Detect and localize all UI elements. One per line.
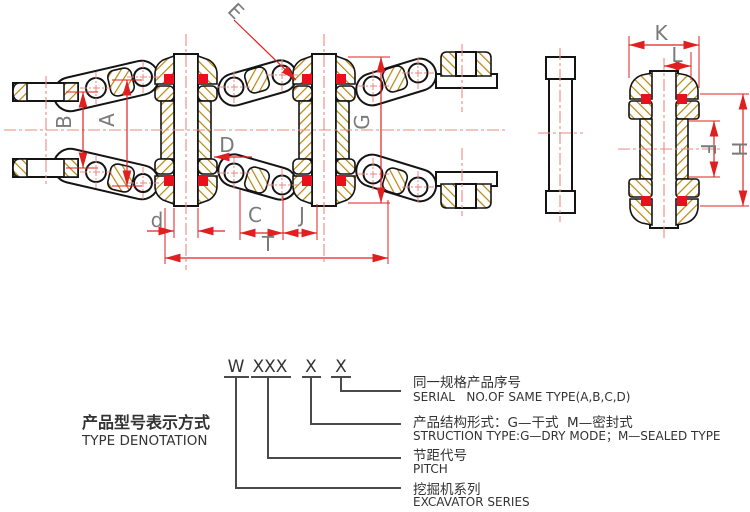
row-structure-zh: 产品结构形式：G—干式 M—密封式 <box>413 414 633 431</box>
dim-label-d-upper: D <box>219 133 234 157</box>
formula-serial-code: X <box>335 357 347 377</box>
fork-boss-top <box>435 51 498 89</box>
formula-pitch-code: XXX <box>253 357 288 377</box>
row-structure-en: STRUCTION TYPE:G—DRY MODE；M—SEALED TYPE <box>413 429 721 443</box>
denotation-diagram: 产品型号表示方式 TYPE DENOTATION W XXX X X 同一规格产… <box>81 357 721 509</box>
row-pitch-en: PITCH <box>413 462 448 476</box>
denotation-row-serial: 同一规格产品序号 SERIAL NO.OF SAME TYPE(A,B,C,D) <box>413 375 630 404</box>
dim-label-f: F <box>696 143 720 155</box>
centerlines <box>4 34 722 270</box>
dim-label-t: T <box>261 232 275 256</box>
formula-leader-lines <box>235 377 401 489</box>
dimensions <box>66 19 749 264</box>
hole-crosshairs <box>80 57 434 203</box>
dim-label-k: K <box>654 21 668 45</box>
dim-label-a: A <box>95 113 119 127</box>
dim-label-b: B <box>52 115 76 129</box>
row-series-zh: 挖掘机系列 <box>413 482 481 498</box>
row-serial-zh: 同一规格产品序号 <box>413 375 521 391</box>
fork-boss-bottom <box>435 171 498 209</box>
dim-label-j: J <box>297 203 305 227</box>
dim-label-d-lower: d <box>151 208 164 232</box>
dim-label-e: E <box>223 0 249 24</box>
row-series-en: EXCAVATOR SERIES <box>413 495 530 509</box>
denotation-row-structure: 产品结构形式：G—干式 M—密封式 STRUCTION TYPE:G—DRY M… <box>413 414 721 443</box>
row-serial-en: SERIAL NO.OF SAME TYPE(A,B,C,D) <box>413 390 630 404</box>
dim-label-h: H <box>727 141 750 156</box>
denotation-row-pitch: 节距代号 PITCH <box>413 448 467 476</box>
row-pitch-zh: 节距代号 <box>413 448 467 464</box>
denotation-title-zh: 产品型号表示方式 <box>82 413 210 432</box>
dim-label-g: G <box>350 114 374 130</box>
denotation-title-en: TYPE DENOTATION <box>81 433 207 449</box>
dim-label-c: C <box>248 203 262 227</box>
formula-structure-code: X <box>305 357 317 377</box>
formula-prefix: W <box>228 357 245 377</box>
dim-label-l: L <box>671 43 683 67</box>
denotation-row-series: 挖掘机系列 EXCAVATOR SERIES <box>413 482 530 509</box>
